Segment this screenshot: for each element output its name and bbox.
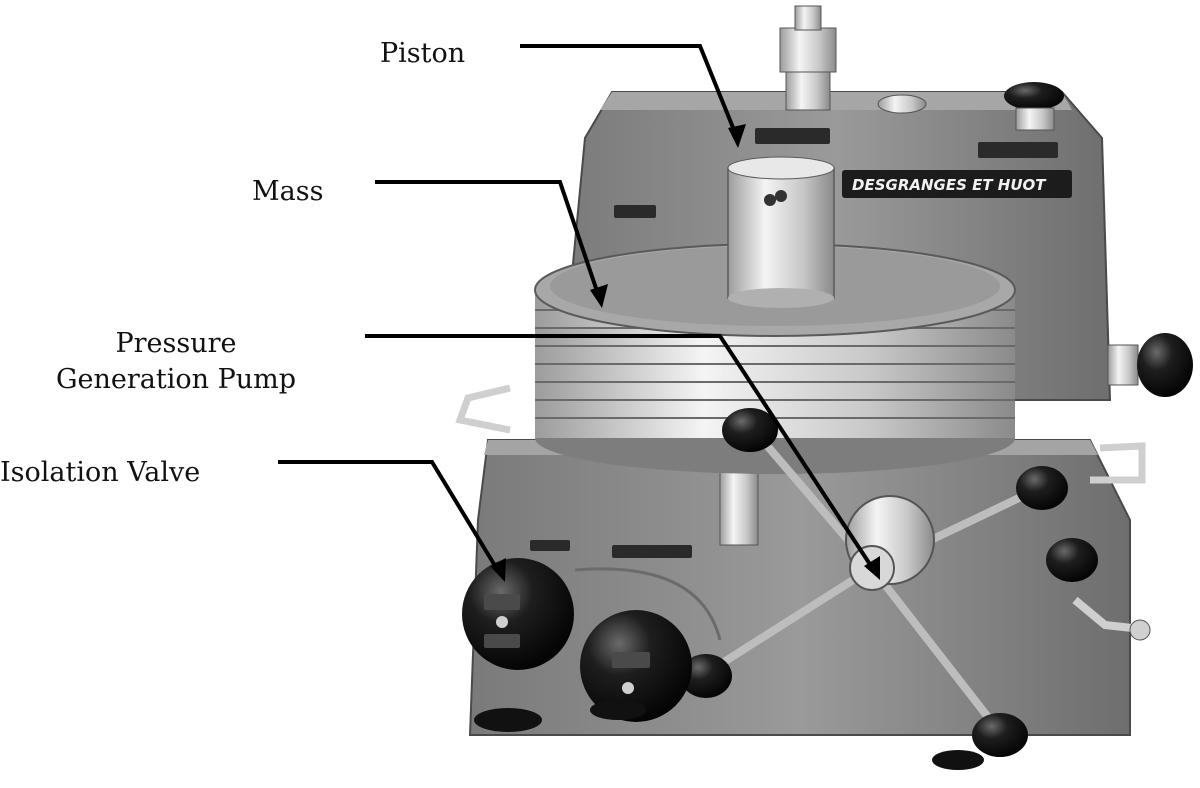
label-pump-line1: Pressure: [115, 328, 237, 359]
leader-lines: [278, 44, 877, 576]
base-feet: [474, 700, 984, 770]
leader-line-valve: [278, 460, 502, 576]
side-knob-right: [1072, 333, 1193, 641]
leader-arrowheads: [490, 124, 880, 582]
label-piston: Piston: [380, 38, 466, 69]
piston-assembly: [779, 5, 1064, 131]
leader-line-piston: [520, 44, 740, 141]
label-isolation-valve: Isolation Valve: [0, 457, 201, 488]
arrowhead-piston: [728, 124, 746, 148]
arrowhead-pump: [864, 556, 880, 580]
leader-line-mass: [375, 180, 602, 301]
label-mass: Mass: [252, 176, 324, 207]
arrowhead-mass: [590, 284, 608, 308]
isolation-valves: [462, 558, 692, 722]
brand-plate-text: DESGRANGES ET HUOT: [852, 176, 1047, 194]
label-pressure-generation-pump: Pressure Generation Pump: [40, 326, 312, 398]
leader-line-pump: [365, 334, 877, 574]
mass-carrier: [727, 156, 835, 308]
label-pump-line2: Generation Pump: [55, 364, 297, 395]
side-handles: [455, 384, 1146, 484]
arrowhead-valve: [490, 558, 506, 582]
